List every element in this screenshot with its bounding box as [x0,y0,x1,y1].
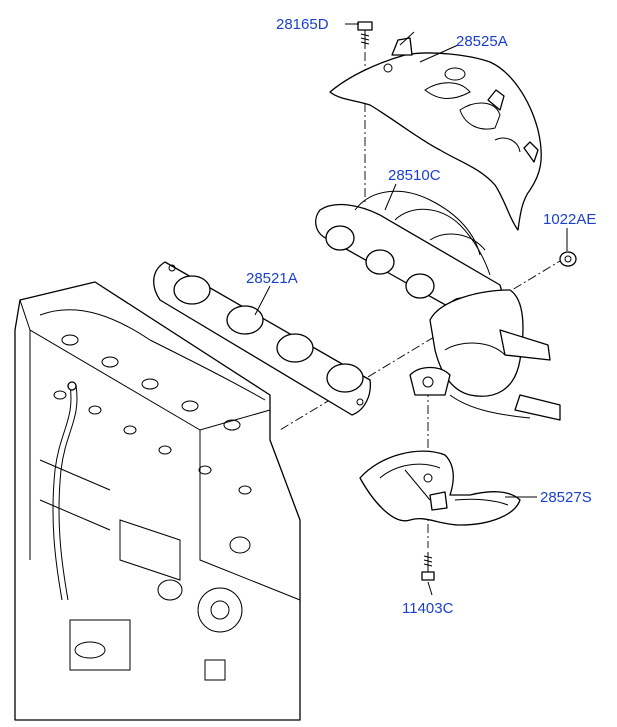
label-28521A: 28521A [246,270,298,287]
bolt-bottom [421,552,435,581]
upper-heat-shield [329,31,542,231]
lower-heat-shield [359,450,521,526]
bolt-top [357,21,373,48]
label-28165D: 28165D [276,16,329,33]
nut [559,251,577,267]
exhaust-manifold [315,190,561,421]
callout-labels: 28165D 28525A 28510C 1022AE 28521A 28527… [246,16,596,617]
label-28527S: 28527S [540,489,592,506]
label-11403C: 11403C [402,600,454,617]
label-28525A: 28525A [456,33,508,50]
leader-lines [254,23,568,596]
manifold-gasket [153,261,371,416]
label-1022AE: 1022AE [543,211,596,228]
label-28510C: 28510C [388,167,441,184]
engine-block [14,281,301,721]
